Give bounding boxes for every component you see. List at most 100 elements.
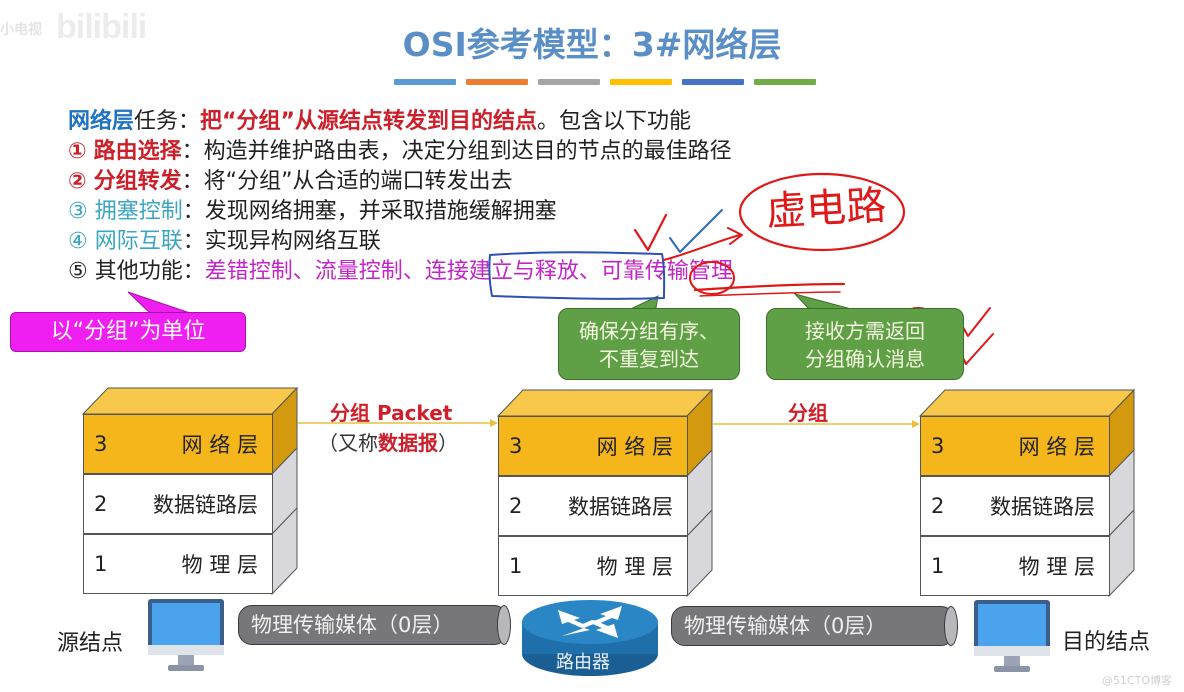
callout-line-2: 不重复到达 <box>599 347 699 371</box>
color-bar-2 <box>466 79 528 85</box>
layer-label: 数据链路层 <box>990 495 1095 519</box>
function-item-4: ④ 网际互联：实现异构网络互联 <box>68 228 381 256</box>
router-icon <box>522 600 658 676</box>
layer-label: 物 理 层 <box>1018 555 1095 579</box>
callout-line-1: 确保分组有序、 <box>579 319 719 343</box>
function-desc: 实现异构网络互联 <box>204 229 381 254</box>
layer-label: 数据链路层 <box>568 495 673 519</box>
pipe-end-cap <box>944 606 958 646</box>
separator: 、 <box>292 259 315 284</box>
watermark-logo-text: bilibili <box>56 8 147 46</box>
color-bar-4 <box>610 79 672 85</box>
physical-layer: 1 物 理 层 <box>83 534 273 594</box>
function-desc: 将“分组”从合适的端口转发出去 <box>203 169 513 194</box>
slide-title: OSI参考模型：3#网络层 <box>402 25 782 64</box>
function-item-5: ⑤ 其他功能：差错控制、流量控制、连接建立与释放、可靠传输管理 <box>68 258 733 286</box>
marker: ① <box>68 139 87 164</box>
physical-medium-pipe-2: 物理传输媒体（0层） <box>671 606 958 646</box>
colon: ： <box>182 259 205 284</box>
function-desc: 构造并维护路由表，决定分组到达目的节点的最佳路径 <box>203 139 732 164</box>
layer-number: 3 <box>94 432 108 456</box>
layer-number: 2 <box>931 494 945 518</box>
function-desc: 发现网络拥塞，并采取措施缓解拥塞 <box>204 199 557 224</box>
source-computer-icon <box>148 599 224 671</box>
physical-layer: 1 物 理 层 <box>498 536 688 596</box>
color-bar-6 <box>754 79 816 85</box>
colon: ： <box>182 229 205 254</box>
layer-number: 1 <box>509 554 523 578</box>
intro-line: 网络层任务：把“分组”从源结点转发到目的结点。包含以下功能 <box>68 108 691 136</box>
layer-label: 网 络 层 <box>1018 435 1095 459</box>
paren-close: ） <box>438 431 458 455</box>
layer-number: 1 <box>931 554 945 578</box>
source-node-label: 源结点 <box>57 631 124 656</box>
marker: ③ <box>68 199 88 224</box>
other-function-flow-control: 流量控制 <box>314 259 403 284</box>
datagram-note: （又称数据报） <box>318 427 458 456</box>
pipe-end-cap <box>497 605 511 645</box>
layer-label: 网 络 层 <box>181 433 258 457</box>
dest-computer-icon <box>974 600 1050 672</box>
pipe-label: 物理传输媒体（0层） <box>684 614 887 638</box>
other-function-error-control: 差错控制 <box>204 259 293 284</box>
other-function-reliable-transfer: 可靠传输管理 <box>600 259 733 284</box>
marker: ⑤ <box>68 259 88 284</box>
physical-medium-pipe-1: 物理传输媒体（0层） <box>238 605 511 645</box>
marker: ④ <box>68 229 88 254</box>
colon: ： <box>181 169 204 194</box>
color-bar-3 <box>538 79 600 85</box>
intro-mid: 任务： <box>134 109 201 134</box>
unit-callout: 以“分组”为单位 <box>10 312 246 352</box>
other-function-connection: 连接建立与释放 <box>424 259 579 284</box>
callout-line-1: 接收方需返回 <box>805 319 925 343</box>
network-layer: 3 网 络 层 <box>498 416 688 476</box>
function-name: 网际互联 <box>94 229 183 254</box>
function-item-1: ① 路由选择：构造并维护路由表，决定分组到达目的节点的最佳路径 <box>68 138 732 166</box>
layer-number: 3 <box>931 434 945 458</box>
function-item-3: ③ 拥塞控制：发现网络拥塞，并采取措施缓解拥塞 <box>68 198 557 226</box>
layer-number: 2 <box>509 494 523 518</box>
packet-label-2: 分组 <box>788 401 828 425</box>
network-layer: 3 网 络 层 <box>920 416 1110 476</box>
layer-number: 3 <box>509 434 523 458</box>
function-name: 分组转发 <box>93 169 182 194</box>
data-link-layer: 2 数据链路层 <box>498 476 688 536</box>
colon: ： <box>182 199 205 224</box>
watermark-small: 小电视 <box>0 21 42 38</box>
function-name: 其他功能 <box>94 259 183 284</box>
layer-label: 网 络 层 <box>596 435 673 459</box>
data-link-layer: 2 数据链路层 <box>920 476 1110 536</box>
title-color-bars <box>394 79 816 85</box>
function-name: 拥塞控制 <box>94 199 183 224</box>
ack-callout: 接收方需返回 分组确认消息 <box>766 308 964 380</box>
dest-node-label: 目的结点 <box>1062 630 1151 655</box>
router-label: 路由器 <box>556 652 610 673</box>
color-bar-1 <box>394 79 456 85</box>
footer-watermark: @51CTO博客 <box>1101 674 1172 687</box>
ordered-delivery-callout: 确保分组有序、 不重复到达 <box>558 308 740 380</box>
callout-line-2: 分组确认消息 <box>805 347 925 371</box>
colon: ： <box>181 139 204 164</box>
pipe-label: 物理传输媒体（0层） <box>251 613 454 637</box>
packet-label: 分组 Packet <box>330 401 453 425</box>
function-item-2: ② 分组转发：将“分组”从合适的端口转发出去 <box>68 168 512 196</box>
separator: 、 <box>578 259 601 284</box>
intro-emphasis: 把“分组”从源结点转发到目的结点 <box>200 109 537 134</box>
layer-label: 物 理 层 <box>596 555 673 579</box>
layer-number: 1 <box>94 552 108 576</box>
marker: ② <box>68 169 87 194</box>
function-name: 路由选择 <box>93 139 182 164</box>
network-layer: 3 网 络 层 <box>83 414 273 474</box>
paren-open: （又称 <box>318 431 378 455</box>
physical-layer: 1 物 理 层 <box>920 536 1110 596</box>
intro-head: 网络层 <box>68 109 135 134</box>
data-link-layer: 2 数据链路层 <box>83 474 273 534</box>
separator: 、 <box>402 259 425 284</box>
color-bar-5 <box>682 79 744 85</box>
bilibili-watermark: 小电视 bilibili <box>0 8 147 47</box>
layer-number: 2 <box>94 492 108 516</box>
datagram-emphasis: 数据报 <box>378 431 438 455</box>
intro-tail: 。包含以下功能 <box>536 109 691 134</box>
